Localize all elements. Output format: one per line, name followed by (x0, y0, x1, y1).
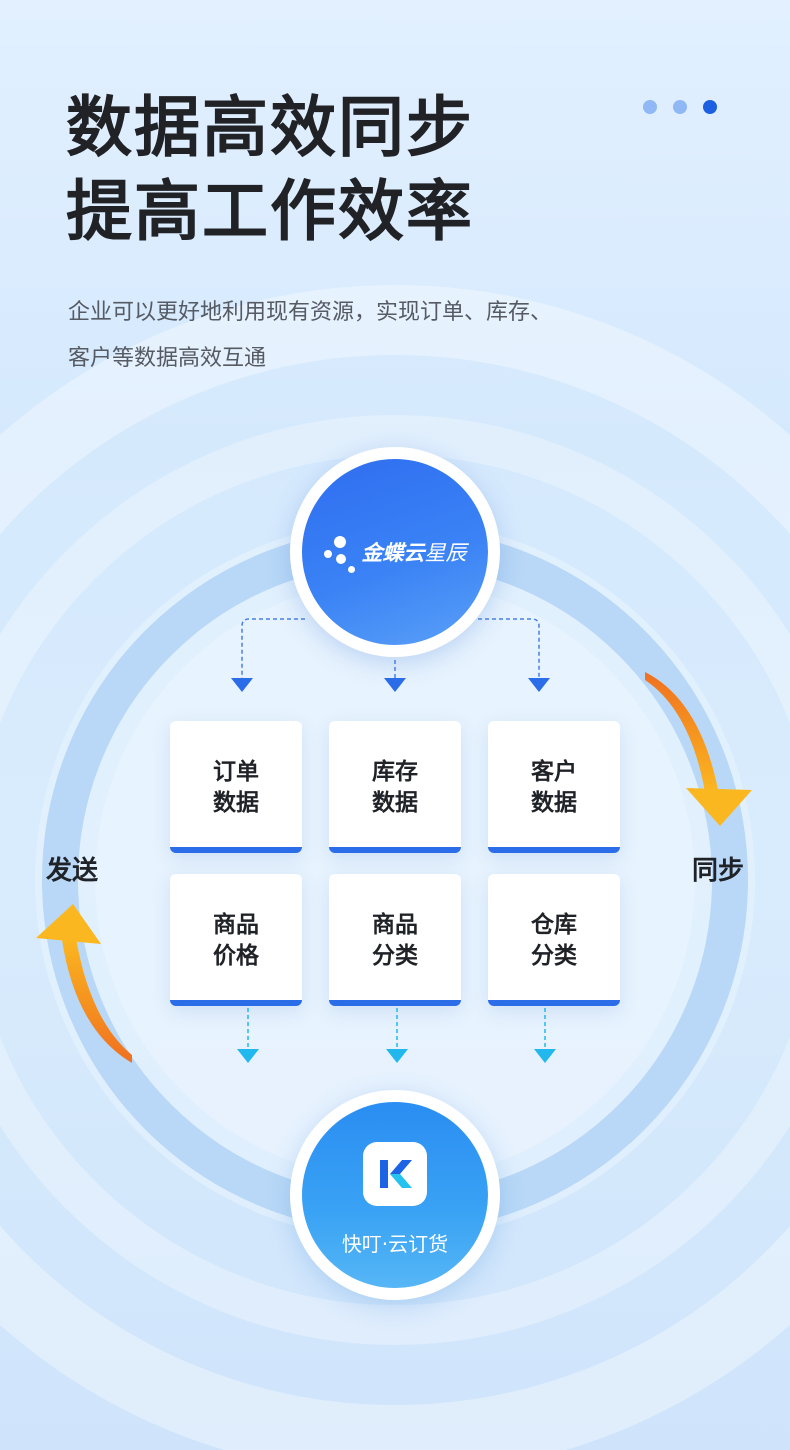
card-accent-bar (170, 847, 302, 853)
data-card-order: 订单数据 (170, 721, 302, 853)
target-app-inner: 快叮·云订货 (302, 1102, 488, 1288)
data-card-warehouse-category: 仓库分类 (488, 874, 620, 1006)
card-accent-bar (488, 1000, 620, 1006)
brand-thin-text: 星辰 (424, 541, 467, 565)
target-app-badge: 快叮·云订货 (290, 1090, 500, 1300)
target-app-name: 快叮·云订货 (341, 1232, 449, 1256)
card-accent-bar (329, 847, 461, 853)
pager-dots (643, 100, 717, 114)
send-label: 发送 (46, 856, 99, 886)
sync-label: 同步 (692, 856, 745, 886)
subtitle-line-2: 客户等数据高效互通 (68, 346, 267, 371)
pager-dot-3-active[interactable] (703, 100, 717, 114)
subtitle-line-1: 企业可以更好地利用现有资源，实现订单、库存、 (68, 300, 553, 325)
card-label: 库存数据 (372, 759, 418, 816)
card-label: 商品价格 (213, 912, 259, 969)
pager-dot-2[interactable] (673, 100, 687, 114)
card-label: 仓库分类 (531, 912, 577, 969)
card-label: 订单数据 (213, 759, 259, 816)
source-brand-name: 金蝶云星辰 (362, 537, 467, 567)
page-title: 数据高效同步 提高工作效率 (66, 86, 474, 254)
title-line-2: 提高工作效率 (66, 173, 474, 250)
source-system-inner: 金蝶云星辰 (302, 459, 488, 645)
data-card-inventory: 库存数据 (329, 721, 461, 853)
data-card-product-price: 商品价格 (170, 874, 302, 1006)
card-label: 客户数据 (531, 759, 577, 816)
card-accent-bar (488, 847, 620, 853)
page-subtitle: 企业可以更好地利用现有资源，实现订单、库存、 客户等数据高效互通 (68, 290, 552, 382)
data-card-product-category: 商品分类 (329, 874, 461, 1006)
card-label: 商品分类 (372, 912, 418, 969)
kingdee-logo-icon (323, 530, 356, 574)
brand-bold-text: 金蝶云 (361, 541, 425, 565)
card-accent-bar (329, 1000, 461, 1006)
data-card-customer: 客户数据 (488, 721, 620, 853)
source-system-badge: 金蝶云星辰 (290, 447, 500, 657)
card-accent-bar (170, 1000, 302, 1006)
title-line-1: 数据高效同步 (66, 89, 474, 166)
k-logo-icon (363, 1142, 427, 1206)
pager-dot-1[interactable] (643, 100, 657, 114)
